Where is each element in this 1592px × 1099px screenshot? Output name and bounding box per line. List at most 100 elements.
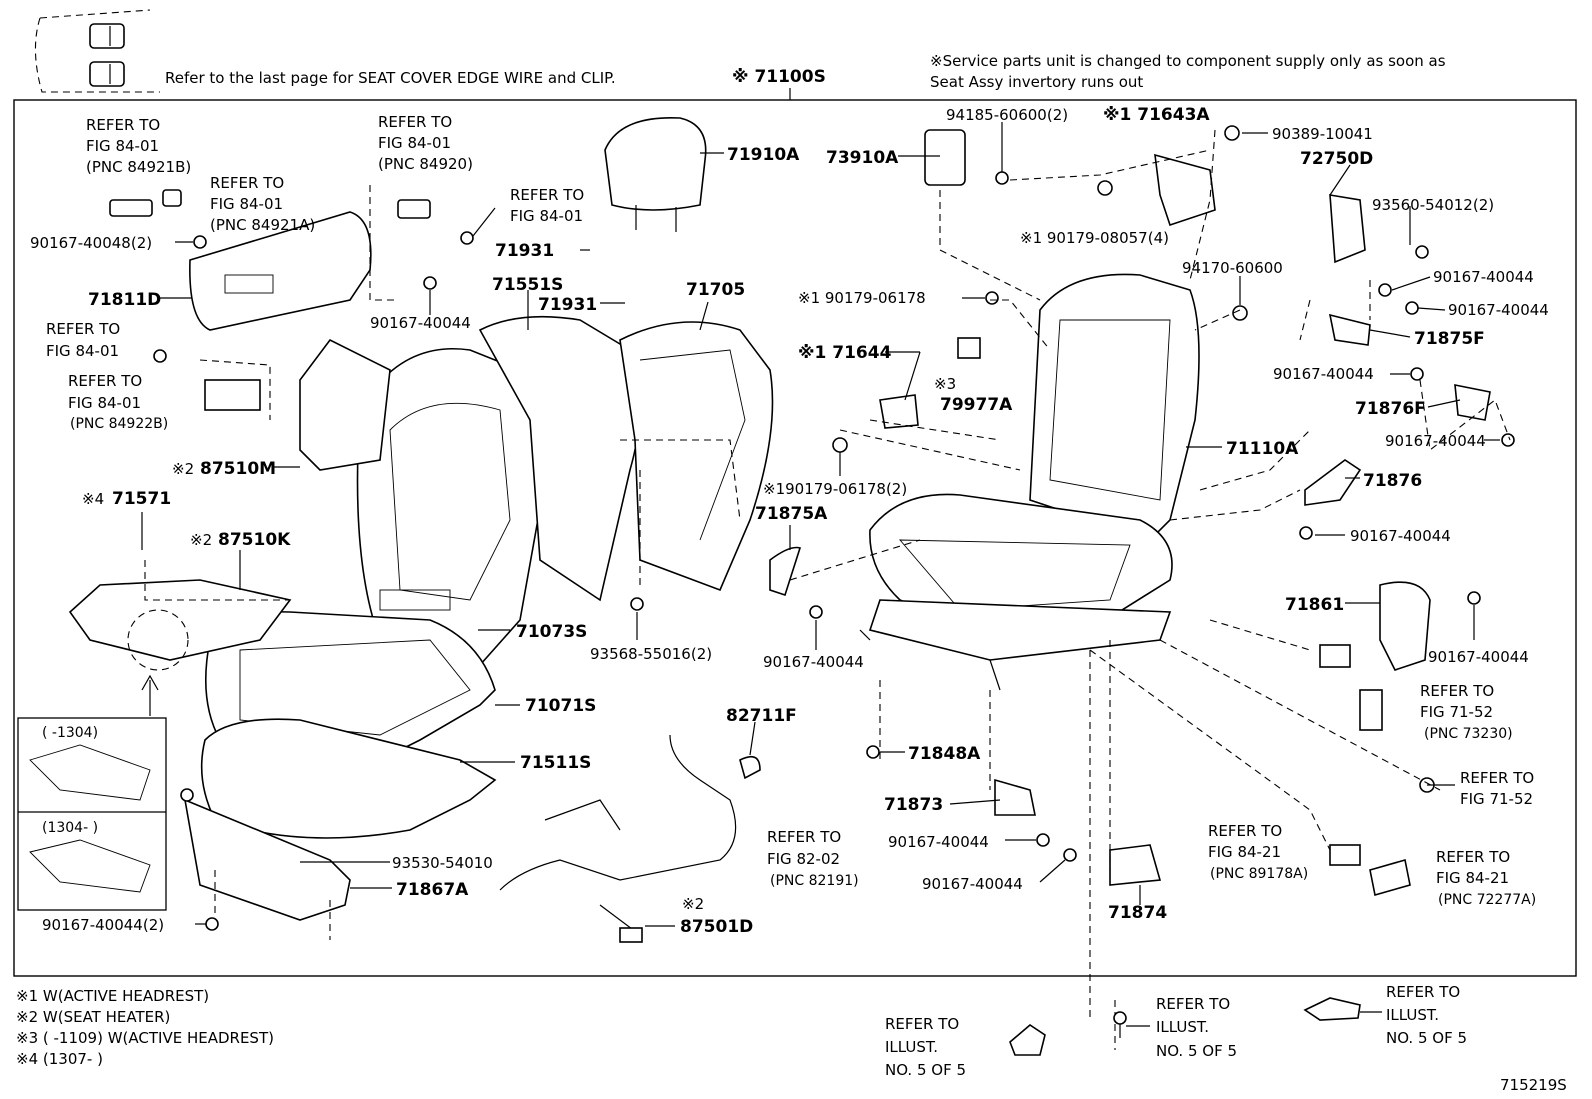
label-87510M: 87510M — [200, 459, 276, 479]
svg-text:REFER TO: REFER TO — [86, 116, 160, 134]
svg-text:FIG 71-52: FIG 71-52 — [1420, 703, 1493, 721]
label-90167-r5: 90167-40044 — [1350, 527, 1451, 545]
svg-text:NO. 5 OF 5: NO. 5 OF 5 — [1156, 1042, 1237, 1060]
cushion-shield — [183, 798, 351, 921]
label-71073S: 71073S — [516, 622, 587, 642]
svg-text:REFER TO: REFER TO — [1420, 682, 1494, 700]
refer-fig-71-52: REFER TO FIG 71-52 — [1460, 769, 1534, 808]
svg-text:FIG 84-01: FIG 84-01 — [378, 134, 451, 152]
heater-element-cushion — [68, 579, 292, 671]
svg-text:REFER TO: REFER TO — [767, 828, 841, 846]
figure-id: 715219S — [1500, 1076, 1567, 1094]
svg-text:REFER TO: REFER TO — [1436, 848, 1510, 866]
svg-text:FIG 84-01: FIG 84-01 — [68, 394, 141, 412]
refer-fig-84-01-84920: REFER TO FIG 84-01 (PNC 84920) — [378, 113, 473, 173]
svg-text:(PNC 84922B): (PNC 84922B) — [70, 416, 168, 432]
label-87510M-mark: ※2 — [172, 460, 194, 478]
legend-box — [34, 9, 160, 93]
label-72750D: 72750D — [1300, 149, 1373, 169]
label-71071S: 71071S — [525, 696, 596, 716]
svg-text:FIG 84-21: FIG 84-21 — [1436, 869, 1509, 887]
wire-harness — [499, 734, 761, 943]
label-71867A: 71867A — [396, 880, 469, 900]
svg-text:REFER TO: REFER TO — [510, 186, 584, 204]
seat-side-shield — [189, 211, 372, 331]
label-90167-40048: 90167-40048(2) — [30, 234, 152, 252]
label-94185: 94185-60600(2) — [946, 106, 1068, 124]
bolt-icon — [153, 231, 823, 931]
svg-text:FIG 84-01: FIG 84-01 — [86, 137, 159, 155]
seat-cushion-cover — [200, 718, 497, 839]
label-79977A-mark: ※3 — [934, 375, 956, 393]
refer-fig-84-01-bolt: REFER TO FIG 84-01 — [510, 186, 584, 225]
svg-text:※3 ( -1109) W(ACTIVE HEAD: ※3 ( -1109) W(ACTIVE HEADREST) — [16, 1029, 274, 1047]
svg-text:ILLUST.: ILLUST. — [1156, 1018, 1209, 1036]
refer-fig-84-01-84921A: REFER TO FIG 84-01 (PNC 84921A) — [210, 174, 315, 234]
label-90167-mid: 90167-40044 — [763, 653, 864, 671]
label-71551S: 71551S — [492, 275, 563, 295]
refer-fig-71-52-73230: REFER TO FIG 71-52 (PNC 73230) — [1420, 682, 1513, 742]
footnotes: ※1 W(ACTIVE HEADREST) ※2 W(SEAT HEATER) … — [16, 987, 274, 1068]
label-71511S: 71511S — [520, 753, 591, 773]
active-headrest-module — [769, 129, 1491, 897]
label-71931b: 71931 — [538, 295, 597, 315]
label-87501D: 87501D — [680, 917, 753, 937]
label-93568: 93568-55016(2) — [590, 645, 712, 663]
diagram-frame — [13, 99, 1577, 977]
refer-fig-82-02: REFER TO FIG 82-02 (PNC 82191) — [767, 828, 859, 889]
refer-fig-84-01-84921B: REFER TO FIG 84-01 (PNC 84921B) — [86, 116, 191, 176]
svg-text:NO. 5 OF 5: NO. 5 OF 5 — [885, 1061, 966, 1079]
seat-back-frame-cover — [619, 321, 774, 592]
label-90389: 90389-10041 — [1272, 125, 1373, 143]
label-71110A: 71110A — [1226, 439, 1299, 459]
arrow-icon — [141, 674, 159, 716]
svg-text:※2 W(SEAT HEATER): ※2 W(SEAT HEATER) — [16, 1008, 170, 1026]
label-71705: 71705 — [686, 280, 745, 300]
service-note-line1: ※Service parts unit is changed to compon… — [930, 52, 1446, 70]
leader-lines — [141, 122, 1500, 927]
label-87510K: 87510K — [218, 530, 291, 550]
svg-text:(PNC 73230): (PNC 73230) — [1424, 726, 1513, 742]
inset-label-late: (1304- ) — [42, 820, 98, 836]
svg-text:ILLUST.: ILLUST. — [885, 1038, 938, 1056]
svg-text:REFER TO: REFER TO — [1156, 995, 1230, 1013]
label-71931a: 71931 — [495, 241, 554, 261]
clip-open-icon — [89, 23, 125, 49]
label-82711F: 82711F — [726, 706, 797, 726]
label-87510K-mark: ※2 — [190, 531, 212, 549]
svg-text:ILLUST.: ILLUST. — [1386, 1006, 1439, 1024]
label-93560: 93560-54012(2) — [1372, 196, 1494, 214]
svg-text:FIG 84-01: FIG 84-01 — [510, 207, 583, 225]
label-71571: 71571 — [112, 489, 171, 509]
label-71875F: 71875F — [1414, 329, 1485, 349]
label-90179-06178: ※1 90179-06178 — [798, 289, 926, 307]
refer-illust-5-of-5-b: REFER TO ILLUST. NO. 5 OF 5 — [1113, 995, 1237, 1060]
refer-illust-5-of-5-c: REFER TO ILLUST. NO. 5 OF 5 — [1303, 983, 1467, 1047]
svg-text:FIG 82-02: FIG 82-02 — [767, 850, 840, 868]
label-94170: 94170-60600 — [1182, 259, 1283, 277]
edge-wire-note: Refer to the last page for SEAT COVER ED… — [165, 69, 616, 87]
svg-text:REFER TO: REFER TO — [1386, 983, 1460, 1001]
label-90167-r2: 90167-40044 — [1448, 301, 1549, 319]
svg-text:REFER TO: REFER TO — [885, 1015, 959, 1033]
refer-fig-84-01-left: REFER TO FIG 84-01 — [46, 320, 120, 360]
svg-text:REFER TO: REFER TO — [1208, 822, 1282, 840]
label-71848A: 71848A — [908, 744, 981, 764]
label-71874: 71874 — [1108, 903, 1167, 923]
svg-text:(PNC 72277A): (PNC 72277A) — [1438, 892, 1536, 908]
nut-icon — [832, 125, 1515, 862]
svg-text:※1 W(ACTIVE HEADREST): ※1 W(ACTIVE HEADREST) — [16, 987, 209, 1005]
service-note-line2: Seat Assy invertory runs out — [930, 73, 1143, 91]
variant-inset: ( -1304) (1304- ) — [17, 717, 167, 911]
svg-text:(PNC 84921A): (PNC 84921A) — [210, 216, 315, 234]
clip-closed-icon — [89, 61, 125, 87]
svg-text:REFER TO: REFER TO — [210, 174, 284, 192]
svg-text:FIG 84-01: FIG 84-01 — [46, 342, 119, 360]
svg-text:FIG 71-52: FIG 71-52 — [1460, 790, 1533, 808]
assembly-guide-lines — [144, 129, 1511, 1050]
seat-back-pad — [356, 348, 550, 666]
seat-frame-assy — [859, 273, 1200, 691]
label-90167-b1: 90167-40044 — [888, 833, 989, 851]
label-90167-l1: 90167-40044 — [370, 314, 471, 332]
svg-text:(PNC 89178A): (PNC 89178A) — [1210, 866, 1308, 882]
